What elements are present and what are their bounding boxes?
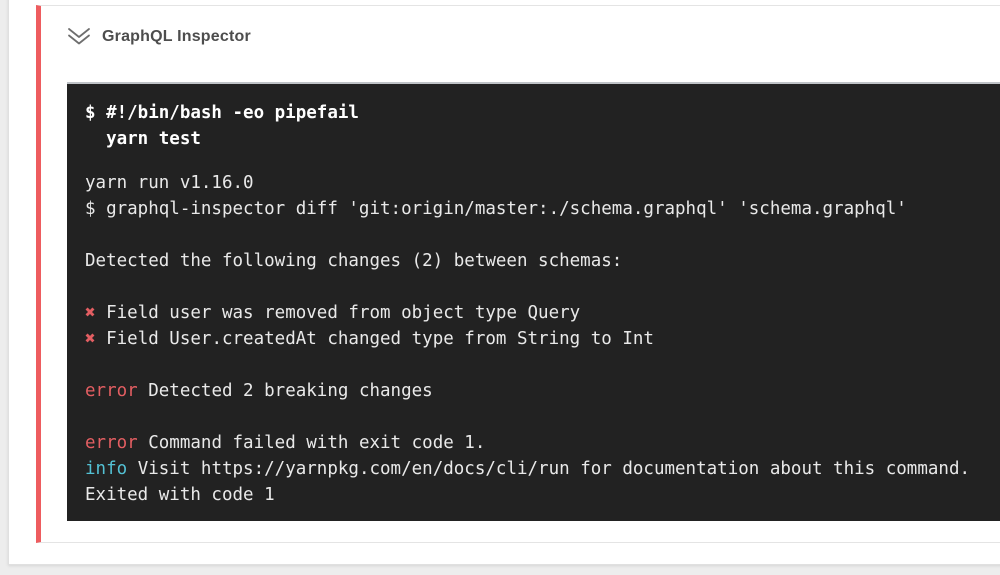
terminal-command-line: yarn test xyxy=(85,129,201,149)
terminal-output-line: yarn run v1.16.0 xyxy=(85,170,1000,196)
terminal-output-line: $ graphql-inspector diff 'git:origin/mas… xyxy=(85,196,1000,222)
terminal-output-line xyxy=(85,274,1000,300)
double-chevron-down-icon[interactable] xyxy=(65,25,93,48)
terminal-text-segment: Detected the following changes (2) betwe… xyxy=(85,251,623,271)
terminal-text-segment: Field user was removed from object type … xyxy=(95,303,581,323)
terminal-output-line: error Detected 2 breaking changes xyxy=(85,378,1000,404)
terminal-output-line: Detected the following changes (2) betwe… xyxy=(85,248,1000,274)
step-header[interactable]: GraphQL Inspector xyxy=(41,6,1000,48)
terminal-text-segment: $ graphql-inspector diff 'git:origin/mas… xyxy=(85,199,907,219)
terminal-output-line xyxy=(85,404,1000,430)
content-panel: GraphQL Inspector $ #!/bin/bash -eo pipe… xyxy=(8,0,1000,565)
terminal-text-segment: Command failed with exit code 1. xyxy=(137,433,486,453)
info-label: info xyxy=(85,459,128,479)
build-step-card: GraphQL Inspector $ #!/bin/bash -eo pipe… xyxy=(36,5,1000,543)
error-label: error xyxy=(85,381,138,401)
terminal-command: $ #!/bin/bash -eo pipefail yarn test xyxy=(85,100,1000,152)
breaking-change-mark: ✖ xyxy=(85,329,96,349)
terminal-output-line: Exited with code 1 xyxy=(85,482,1000,508)
terminal-text-segment: Detected 2 breaking changes xyxy=(137,381,433,401)
breaking-change-mark: ✖ xyxy=(85,303,96,323)
terminal-text-segment: Exited with code 1 xyxy=(85,485,275,505)
terminal-text-segment: Visit https://yarnpkg.com/en/docs/cli/ru… xyxy=(127,459,971,479)
error-label: error xyxy=(85,433,138,453)
terminal-text-segment: yarn run v1.16.0 xyxy=(85,173,254,193)
terminal-output-line: error Command failed with exit code 1. xyxy=(85,430,1000,456)
terminal-command-line: $ #!/bin/bash -eo pipefail xyxy=(85,103,359,123)
terminal-output-line: ✖ Field user was removed from object typ… xyxy=(85,300,1000,326)
terminal-text-segment: Field User.createdAt changed type from S… xyxy=(95,329,654,349)
step-title: GraphQL Inspector xyxy=(102,27,251,45)
terminal-output-line: ✖ Field User.createdAt changed type from… xyxy=(85,326,1000,352)
terminal-body: yarn run v1.16.0 $ graphql-inspector diff… xyxy=(85,170,1000,508)
terminal-output-line xyxy=(85,222,1000,248)
terminal-output-line xyxy=(85,352,1000,378)
terminal-output-line: info Visit https://yarnpkg.com/en/docs/c… xyxy=(85,456,1000,482)
terminal-output[interactable]: $ #!/bin/bash -eo pipefail yarn test yar… xyxy=(67,82,1000,521)
